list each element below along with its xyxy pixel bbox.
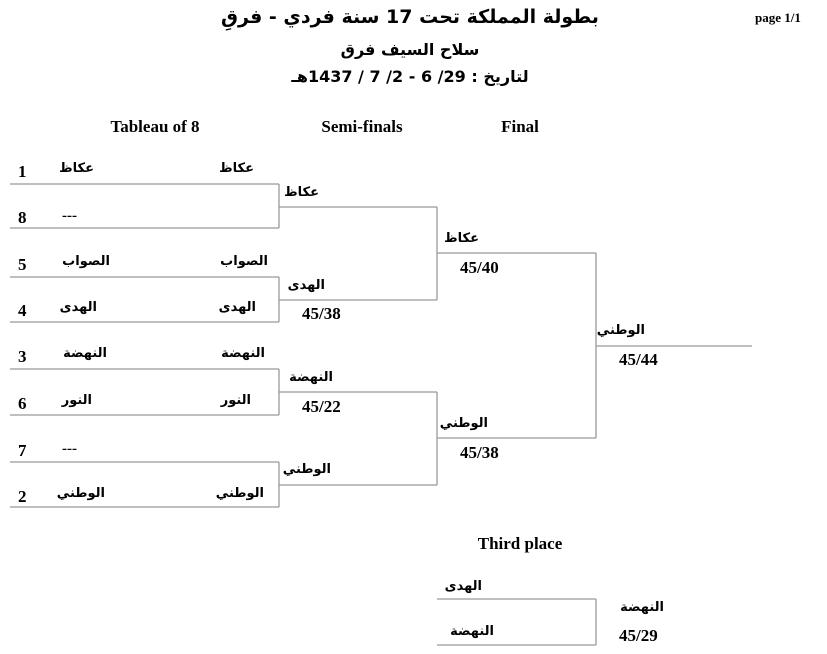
team-name: ---	[62, 208, 77, 224]
seed-number: 7	[18, 441, 27, 460]
third-place-title: Third place	[477, 534, 563, 553]
seed-number: 2	[18, 487, 27, 506]
team-name: الصواب	[62, 254, 110, 269]
team-name: الوطني	[56, 486, 105, 501]
semi-team: الهدى	[287, 278, 325, 293]
advancing-team: عكاظ	[219, 161, 254, 176]
seed-number: 5	[18, 255, 27, 274]
team-name: النور	[61, 393, 92, 408]
final-team: عكاظ	[444, 231, 479, 246]
champion-team: الوطني	[596, 323, 645, 338]
third-place-score: 45/29	[619, 626, 658, 645]
seed-number: 3	[18, 347, 27, 366]
champion-score: 45/44	[619, 350, 658, 369]
header-tableau-of-8: Tableau of 8	[110, 117, 200, 136]
header-final: Final	[501, 117, 539, 136]
third-place-winner: النهضة	[620, 600, 664, 615]
seed-number: 8	[18, 208, 27, 227]
team-name: ---	[62, 441, 77, 457]
semi-team: عكاظ	[284, 185, 319, 200]
team-name: الهدى	[59, 300, 97, 315]
semi-lines	[279, 206, 438, 486]
advancing-team: النهضة	[221, 346, 265, 361]
page-title: بطولة المملكة تحت 17 سنة فردي - فرقِ	[221, 6, 599, 28]
advancing-team: النور	[220, 393, 251, 408]
third-place-team: الهدى	[444, 579, 482, 594]
team-name: النهضة	[63, 346, 107, 361]
final-team: الوطني	[439, 416, 488, 431]
advancing-team: الهدى	[218, 300, 256, 315]
final-score: 45/40	[460, 258, 499, 277]
final-score: 45/38	[460, 443, 499, 462]
seed-number: 4	[18, 301, 27, 320]
team-name: عكاظ	[59, 161, 94, 176]
final-lines	[437, 252, 752, 439]
tableau-lines	[10, 183, 280, 508]
header-semi-finals: Semi-finals	[321, 117, 403, 136]
third-place-lines	[437, 598, 597, 646]
semi-score: 45/22	[302, 397, 341, 416]
semi-score: 45/38	[302, 304, 341, 323]
page-date: لتاريخ : 29/ 6 - 2/ 7 / 1437هـ	[291, 67, 529, 86]
third-place-team: النهضة	[450, 624, 494, 639]
page-subtitle: سلاح السيف فرق	[340, 40, 480, 59]
seed-number: 1	[18, 162, 27, 181]
page-number: page 1/1	[755, 10, 801, 25]
semi-team: النهضة	[289, 370, 333, 385]
semi-team: الوطني	[282, 462, 331, 477]
advancing-team: الصواب	[220, 254, 268, 269]
seed-number: 6	[18, 394, 27, 413]
advancing-team: الوطني	[215, 486, 264, 501]
